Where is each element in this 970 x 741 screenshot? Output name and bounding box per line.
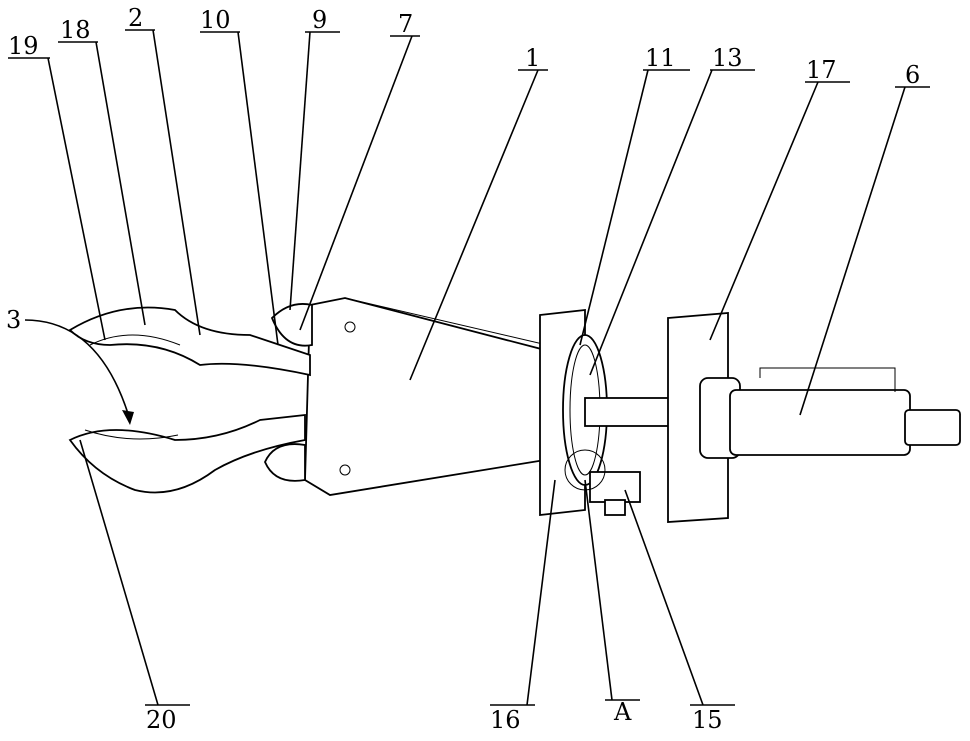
label-11: 11 — [645, 44, 676, 72]
label-18: 18 — [60, 16, 91, 44]
label-19: 19 — [8, 32, 39, 60]
label-20: 20 — [146, 706, 177, 734]
label-3: 3 — [6, 306, 21, 334]
label-7: 7 — [398, 10, 413, 38]
label-A: A — [613, 698, 632, 726]
label-17: 17 — [806, 56, 837, 84]
label-16: 16 — [490, 706, 521, 734]
label-13: 13 — [712, 44, 743, 72]
label-9: 9 — [312, 6, 327, 34]
label-1: 1 — [525, 44, 540, 72]
motor — [590, 472, 640, 502]
label-10: 10 — [200, 6, 231, 34]
label-15: 15 — [692, 706, 723, 734]
label-6: 6 — [905, 61, 920, 89]
label-2: 2 — [128, 4, 143, 32]
main-body — [305, 298, 545, 495]
